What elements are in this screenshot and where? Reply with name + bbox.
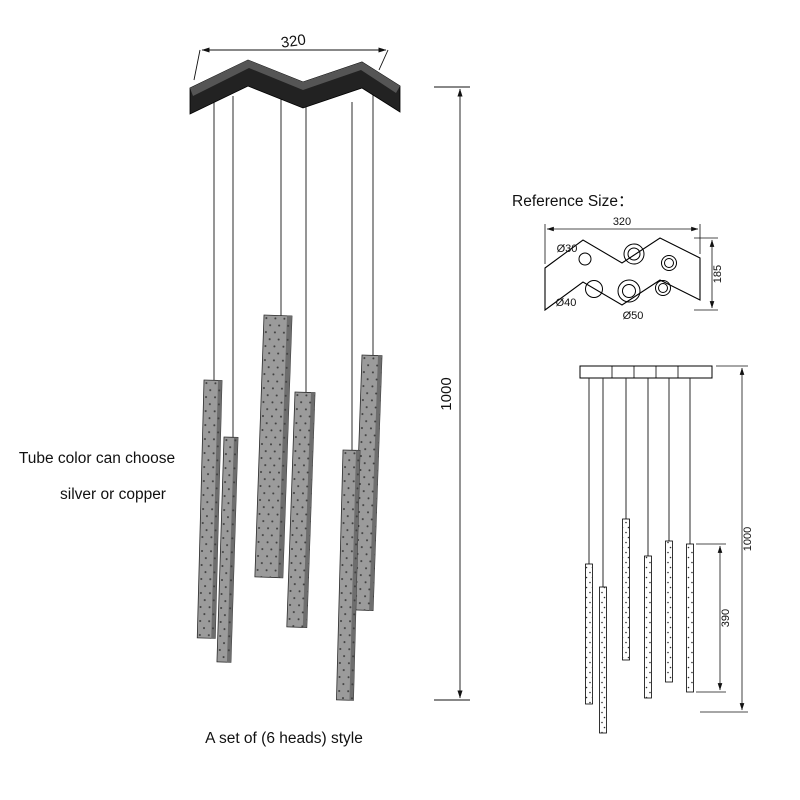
hole-d40 (585, 280, 603, 298)
tube-dots (254, 315, 292, 578)
tube-dots (216, 437, 238, 663)
hole-d30-label: Ø30 (557, 243, 578, 255)
hole-d50-outer (617, 279, 641, 303)
canopy-holes (578, 243, 677, 303)
top-view-depth-dimension: 185 (694, 237, 724, 311)
bar-joints (611, 366, 679, 378)
front-wires (588, 378, 691, 587)
hole-d50-label: Ø50 (623, 310, 644, 322)
extension-line (378, 49, 389, 71)
canopy-width-dimension: 320 (193, 31, 389, 81)
pendant-tube (216, 436, 239, 663)
front-drop-value: 1000 (742, 527, 754, 551)
front-tube (585, 563, 593, 705)
hole-inner (664, 258, 674, 268)
tube-dots (353, 355, 382, 611)
hole-inner (627, 247, 641, 261)
bar-body (579, 365, 713, 379)
canopy-3d (189, 59, 401, 115)
hole-inner (658, 283, 668, 293)
set-style-caption: A set of (6 heads) style (205, 730, 363, 747)
pendant-tube (196, 379, 223, 639)
hole-d50-inner (622, 284, 636, 298)
drop-height-dimension: 1000 (434, 86, 470, 701)
tube-dots (336, 450, 360, 701)
front-drop-dimension: 1000 (700, 365, 754, 713)
pendant-tube (336, 449, 361, 701)
reference-size-section: Reference Size： 320 Ø30 Ø40 Ø50 (512, 193, 724, 322)
hole-outer (655, 280, 671, 296)
front-tube (644, 555, 652, 699)
hole-outer (623, 243, 645, 265)
tube-dots (286, 392, 315, 628)
tube-dots (197, 380, 222, 639)
reference-size-label: Reference Size： (512, 193, 633, 210)
top-view-width-value: 320 (613, 216, 631, 228)
suspension-wires (213, 94, 374, 451)
tube-color-note: Tube color can choose silver or copper (19, 450, 175, 503)
tube-length-dimension: 390 (696, 543, 732, 693)
front-tube (622, 518, 630, 661)
note-line-1: Tube color can choose (19, 450, 175, 467)
pendant-tubes (196, 314, 383, 701)
canopy-plan-outline (544, 237, 701, 312)
canopy-width-value: 320 (280, 31, 307, 51)
ceiling-bar (579, 365, 713, 379)
front-tubes (585, 518, 694, 734)
drop-height-value: 1000 (438, 377, 455, 410)
pendant-tube (286, 391, 316, 628)
main-view: 320 (19, 31, 470, 747)
pendant-tube (254, 314, 293, 579)
top-view-width-dimension: 320 (544, 216, 701, 264)
note-line-2: silver or copper (60, 486, 166, 503)
pendant-tube (352, 354, 383, 611)
tube-length-value: 390 (720, 609, 732, 627)
front-tube (599, 586, 607, 734)
front-tube (686, 543, 694, 693)
hole-d40-label: Ø40 (556, 297, 577, 309)
hole-d30 (578, 252, 592, 266)
front-view: 390 1000 (579, 365, 754, 734)
canopy-top-face (190, 60, 400, 96)
hole-outer (661, 255, 677, 271)
extension-line (193, 49, 201, 81)
top-view-depth-value: 185 (712, 265, 724, 283)
front-tube (665, 540, 673, 683)
